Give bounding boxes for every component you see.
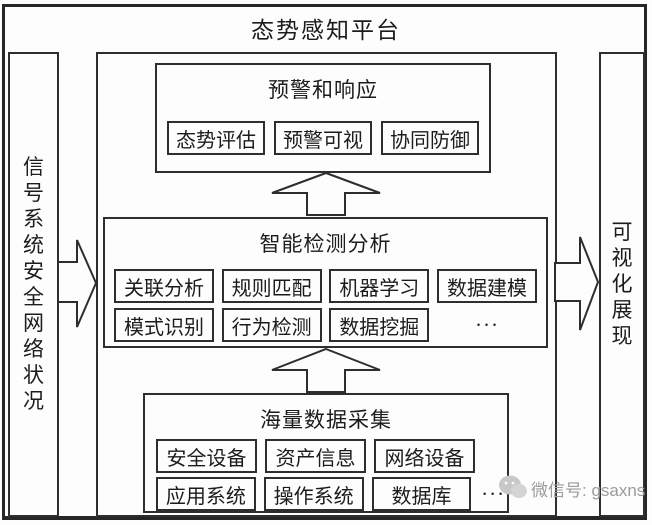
warning-items-row: 态势评估 预警可视 协同防御 xyxy=(157,121,489,155)
analysis-items-row-1: 关联分析 规则匹配 机器学习 数据建模 xyxy=(105,269,546,303)
wechat-icon xyxy=(499,475,527,498)
item-network-devices: 网络设备 xyxy=(374,439,475,473)
watermark-text: 微信号: gsaxns xyxy=(531,480,646,500)
output-panel-label: 可视化展现 xyxy=(611,220,633,348)
item-pattern-recognition: 模式识别 xyxy=(114,308,214,342)
layer-collection-title: 海量数据采集 xyxy=(260,408,392,432)
item-situation-assessment: 态势评估 xyxy=(167,121,265,155)
layer-intelligent-analysis: 智能检测分析 关联分析 规则匹配 机器学习 数据建模 模式识别 行为检测 数据挖… xyxy=(103,217,548,348)
collection-more-ellipsis: ··· xyxy=(481,481,506,506)
item-collaborative-defense: 协同防御 xyxy=(381,121,479,155)
item-machine-learning: 机器学习 xyxy=(329,269,430,303)
item-correlation-analysis: 关联分析 xyxy=(114,269,214,303)
item-database: 数据库 xyxy=(371,477,472,511)
item-warning-visual: 预警可视 xyxy=(274,121,372,155)
analysis-items-row-2: 模式识别 行为检测 数据挖掘 ··· xyxy=(105,308,546,342)
layer-warning-title: 预警和响应 xyxy=(268,78,378,102)
item-operating-systems: 操作系统 xyxy=(263,477,364,511)
item-application-systems: 应用系统 xyxy=(156,477,256,511)
input-panel-label: 信号系统安全网络状况 xyxy=(23,155,44,413)
input-panel-signal-system-status: 信号系统安全网络状况 xyxy=(8,52,59,517)
page-title: 态势感知平台 xyxy=(251,18,401,43)
item-behavior-detection: 行为检测 xyxy=(221,308,322,342)
item-asset-info: 资产信息 xyxy=(265,439,366,473)
item-rule-matching: 规则匹配 xyxy=(221,269,322,303)
output-panel-visualization: 可视化展现 xyxy=(599,52,645,517)
layer-data-collection: 海量数据采集 安全设备 资产信息 网络设备 应用系统 操作系统 数据库 ··· xyxy=(143,393,509,513)
platform-frame xyxy=(2,4,647,520)
item-security-devices: 安全设备 xyxy=(156,439,257,473)
collection-items-row-2: 应用系统 操作系统 数据库 ··· xyxy=(145,477,507,511)
layer-analysis-title: 智能检测分析 xyxy=(259,232,392,256)
collection-items-row-1: 安全设备 资产信息 网络设备 xyxy=(145,439,507,473)
watermark: 微信号: gsaxns xyxy=(498,474,645,502)
analysis-more-ellipsis: ··· xyxy=(474,312,499,337)
item-data-modeling: 数据建模 xyxy=(436,269,537,303)
layer-warning-response: 预警和响应 态势评估 预警可视 协同防御 xyxy=(155,63,491,173)
item-data-mining: 数据挖掘 xyxy=(329,308,430,342)
